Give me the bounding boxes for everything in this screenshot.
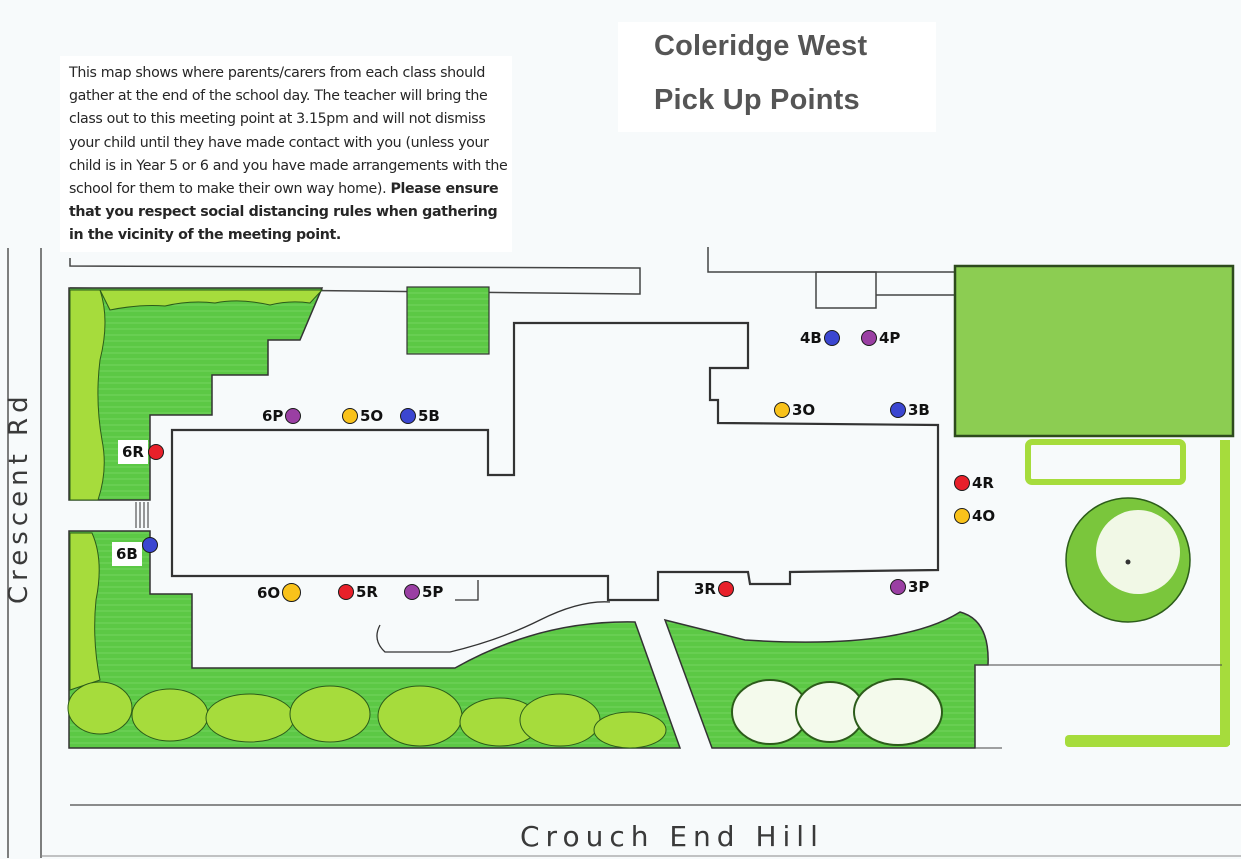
marker-dot-icon — [861, 330, 877, 346]
pickup-point[interactable]: 4R — [954, 474, 996, 492]
marker-dot-icon — [890, 579, 906, 595]
pickup-point[interactable]: 5O — [342, 407, 385, 425]
marker-dot-icon — [404, 584, 420, 600]
pickup-point[interactable]: 5P — [404, 583, 445, 601]
intro-bold: Please ensure that you respect social di… — [69, 181, 499, 244]
pickup-point[interactable]: 6B — [112, 537, 158, 566]
marker-dot-icon — [400, 408, 416, 424]
steps-icon — [135, 502, 149, 528]
pickup-point[interactable]: 3P — [890, 578, 931, 596]
road-label-crouch-end: Crouch End Hill — [520, 820, 824, 853]
hedge-south — [67, 681, 667, 749]
lawn-square — [406, 286, 490, 355]
page-title: Coleridge West — [654, 30, 868, 62]
marker-dot-icon — [282, 583, 302, 602]
marker-dot-icon — [954, 475, 970, 491]
pickup-point[interactable]: 5B — [400, 407, 442, 425]
pickup-point[interactable]: 5R — [338, 583, 380, 601]
hedge-east-strip — [1220, 440, 1230, 745]
pickup-point[interactable]: 3O — [774, 401, 817, 419]
hedge-east — [731, 678, 943, 746]
title-box: Coleridge West Pick Up Points — [618, 22, 936, 132]
driveway — [376, 580, 611, 653]
shrub-top-edge — [99, 289, 324, 311]
garden-south — [68, 530, 682, 749]
pickup-point[interactable]: 6R — [118, 440, 164, 464]
building-ne — [707, 247, 955, 273]
pickup-point[interactable]: 6O — [255, 583, 302, 602]
shed — [815, 271, 877, 309]
sports-field — [953, 264, 1235, 438]
intro-text: This map shows where parents/carers from… — [60, 56, 512, 252]
page-subtitle: Pick Up Points — [654, 84, 860, 116]
marker-dot-icon — [141, 537, 158, 553]
pickup-point[interactable]: 4B — [798, 329, 840, 347]
marker-dot-icon — [774, 402, 790, 418]
marker-dot-icon — [890, 402, 906, 418]
pickup-point[interactable]: 6P — [260, 407, 302, 425]
pickup-point[interactable]: 3R — [692, 580, 734, 598]
marker-dot-icon — [338, 584, 354, 600]
pickup-point[interactable]: 4O — [954, 507, 997, 525]
pickup-point[interactable]: 4P — [861, 329, 902, 347]
marker-dot-icon — [285, 408, 302, 424]
marker-dot-icon — [342, 408, 358, 424]
marker-dot-icon — [954, 508, 970, 524]
planter — [1025, 439, 1186, 485]
tree-icon — [1065, 497, 1191, 623]
marker-dot-icon — [823, 330, 840, 346]
hedge-bottom-strip — [1065, 735, 1230, 747]
shrub-west-upper — [69, 289, 106, 501]
road-label-crescent: Crescent Rd — [4, 391, 34, 604]
intro-normal: This map shows where parents/carers from… — [69, 65, 508, 198]
marker-dot-icon — [718, 581, 734, 597]
pickup-point[interactable]: 3B — [890, 401, 932, 419]
building-main — [170, 321, 940, 602]
marker-dot-icon — [148, 444, 164, 460]
shrub-west-lower — [69, 532, 101, 691]
